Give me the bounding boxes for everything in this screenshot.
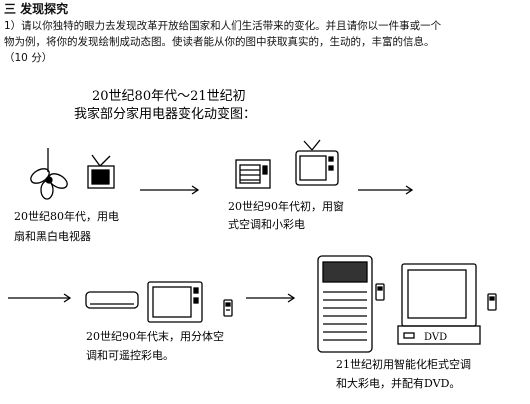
stage1-caption-line-1: 20世纪80年代，用电: [14, 210, 119, 223]
arrow-icon: [246, 293, 296, 303]
stage3-caption-line-1: 20世纪90年代末，用分体空: [86, 330, 224, 343]
section-header: 三 发现探究: [4, 2, 69, 16]
remote-control-icon: [487, 293, 497, 311]
remote-control-tv-icon: [147, 281, 203, 323]
big-color-tv-icon: [397, 263, 481, 345]
drawing-title-line-1: 20世纪80年代～21世纪初: [92, 89, 246, 104]
remote-control-icon: [375, 283, 385, 301]
question-line-2: 物为例，将你的发现绘制成动态图。使读者能从你的图中获取真实的，生动的，丰富的信息…: [4, 36, 435, 48]
remote-control-icon: [223, 299, 233, 317]
stage2-caption-line-2: 式空调和小彩电: [228, 218, 305, 231]
question-score: （10 分）: [4, 52, 53, 64]
cabinet-air-conditioner-icon: [317, 255, 373, 353]
arrow-icon: [358, 185, 414, 195]
stage2-caption-line-1: 20世纪90年代初，用窗: [228, 200, 344, 213]
split-air-conditioner-icon: [85, 291, 139, 309]
stage4-caption-line-2: 和大彩电，并配有DVD。: [336, 377, 461, 390]
dvd-label: DVD: [424, 332, 448, 343]
stage1-caption-line-2: 扇和黑白电视器: [14, 230, 91, 243]
electric-fan-icon: [30, 148, 68, 200]
small-color-tv-icon: [295, 139, 339, 186]
stage4-caption-line-1: 21世纪初用智能化柜式空调: [336, 358, 471, 371]
window-air-conditioner-icon: [235, 159, 271, 189]
drawing-title-line-2: 我家部分家用电器变化动变图：: [74, 107, 257, 122]
question-line-1: 1）请以你独特的眼力去发现改革开放给国家和人们生活带来的变化。并且请你以一件事或…: [4, 20, 442, 32]
arrow-icon: [8, 293, 72, 303]
arrow-icon: [140, 185, 200, 195]
black-white-tv-icon: [87, 154, 115, 189]
stage3-caption-line-2: 调和可遥控彩电。: [86, 349, 174, 362]
